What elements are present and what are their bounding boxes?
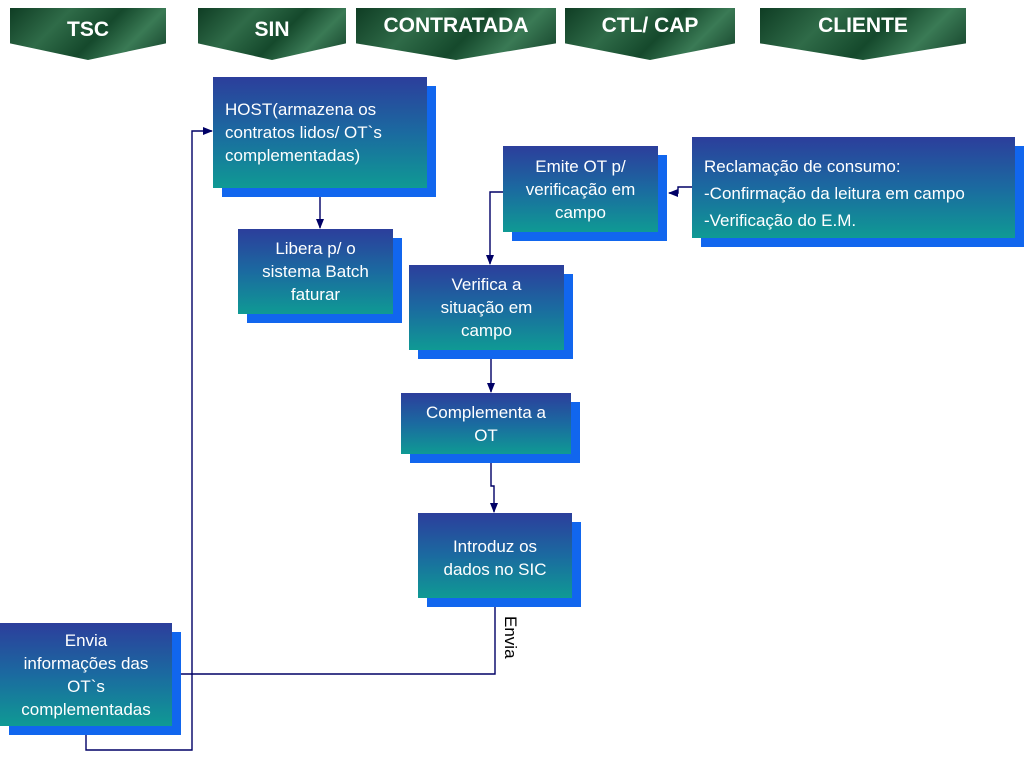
box-label: Reclamação de consumo: -Confirmação da l… (692, 137, 1015, 238)
box-label: Complementa a OT (401, 393, 571, 454)
box-label: Emite OT p/ verificação em campo (503, 146, 658, 232)
arrow-emite-to-verifica (486, 191, 503, 265)
box-label: Libera p/ o sistema Batch faturar (238, 229, 393, 314)
arrow-complementa-to-introduz (490, 454, 498, 513)
lane-label: SIN (254, 18, 290, 41)
arrow-introduz-to-envia (171, 598, 496, 678)
lane-label: CONTRATADA (383, 14, 529, 37)
lane-label: CLIENTE (818, 14, 908, 37)
lane-label: TSC (67, 18, 109, 41)
process-box-introduz: Introduz os dados no SIC (418, 513, 581, 607)
process-box-libera: Libera p/ o sistema Batch faturar (238, 229, 402, 323)
box-label: Verifica a situação em campo (409, 265, 564, 350)
lane-label: CTL/ CAP (601, 14, 699, 37)
box-label: HOST(armazena os contratos lidos/ OT`s c… (213, 77, 427, 188)
process-box-reclamacao: Reclamação de consumo: -Confirmação da l… (692, 137, 1024, 247)
arrow-envia-to-host (85, 127, 213, 751)
process-box-emite: Emite OT p/ verificação em campo (503, 146, 667, 241)
process-box-complementa: Complementa a OT (401, 393, 580, 463)
edge-label-envia: Envia (501, 616, 520, 659)
process-box-envia-informacoes: Envia informações das OT`s complementada… (0, 623, 181, 735)
process-box-verifica: Verifica a situação em campo (409, 265, 573, 359)
box-label: Envia informações das OT`s complementada… (0, 623, 172, 726)
process-box-host: HOST(armazena os contratos lidos/ OT`s c… (213, 77, 436, 197)
arrow-reclamacao-to-emite (668, 186, 692, 197)
box-label: Introduz os dados no SIC (418, 513, 572, 598)
